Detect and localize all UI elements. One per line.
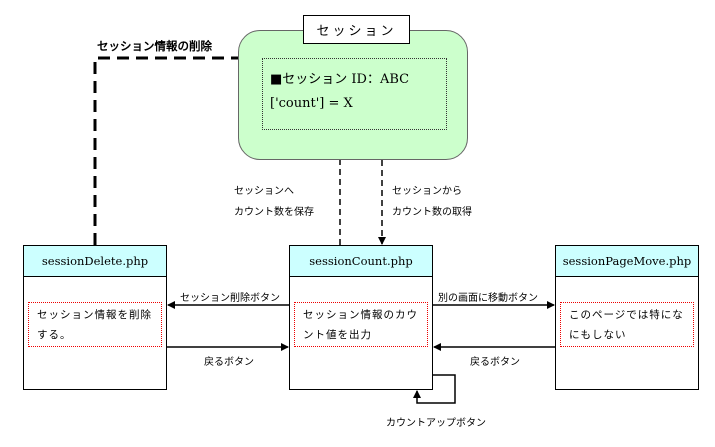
session-container bbox=[238, 30, 468, 160]
countup-button-label: カウントアップボタン bbox=[386, 418, 486, 429]
move-button-label: 別の画面に移動ボタン bbox=[438, 293, 538, 304]
page-name: sessionCount.php bbox=[290, 246, 432, 277]
delete-session-connector bbox=[93, 56, 258, 245]
countup-loop-arrow bbox=[413, 374, 456, 404]
session-id-line: ■セッション ID：ABC bbox=[270, 72, 410, 87]
get-label-line1: セッションから bbox=[392, 186, 462, 197]
back-from-delete-label: 戻るボタン bbox=[204, 357, 254, 368]
note-line: セッション情報を削除 bbox=[37, 309, 152, 321]
save-label-line2: カウント数を保存 bbox=[234, 207, 314, 218]
delete-session-label: セッション情報の削除 bbox=[97, 39, 212, 53]
page-session-page-move: sessionPageMove.php このページでは特にな にもしない bbox=[555, 245, 699, 390]
page-name: sessionDelete.php bbox=[24, 246, 166, 277]
page-note: セッション情報のカウ ント値を出力 bbox=[294, 302, 428, 347]
page-note: セッション情報を削除 する。 bbox=[28, 302, 162, 347]
get-label-line2: カウント数の取得 bbox=[392, 207, 472, 218]
page-note: このページでは特にな にもしない bbox=[560, 302, 694, 347]
page-session-delete: sessionDelete.php セッション情報を削除 する。 bbox=[23, 245, 167, 390]
note-line: セッション情報のカウ bbox=[303, 309, 418, 321]
delete-button-label: セッション削除ボタン bbox=[180, 293, 280, 304]
note-line: する。 bbox=[37, 329, 72, 341]
session-data-box bbox=[262, 58, 447, 130]
save-label-line1: セッションへ bbox=[234, 186, 294, 197]
session-title: セッション bbox=[303, 15, 410, 44]
page-session-count: sessionCount.php セッション情報のカウ ント値を出力 bbox=[289, 245, 433, 390]
page-name: sessionPageMove.php bbox=[556, 246, 698, 277]
note-line: ント値を出力 bbox=[303, 329, 372, 341]
back-from-move-label: 戻るボタン bbox=[470, 357, 520, 368]
session-count-line: ['count'] = X bbox=[270, 96, 353, 111]
note-line: にもしない bbox=[569, 329, 627, 341]
note-line: このページでは特にな bbox=[569, 309, 684, 321]
